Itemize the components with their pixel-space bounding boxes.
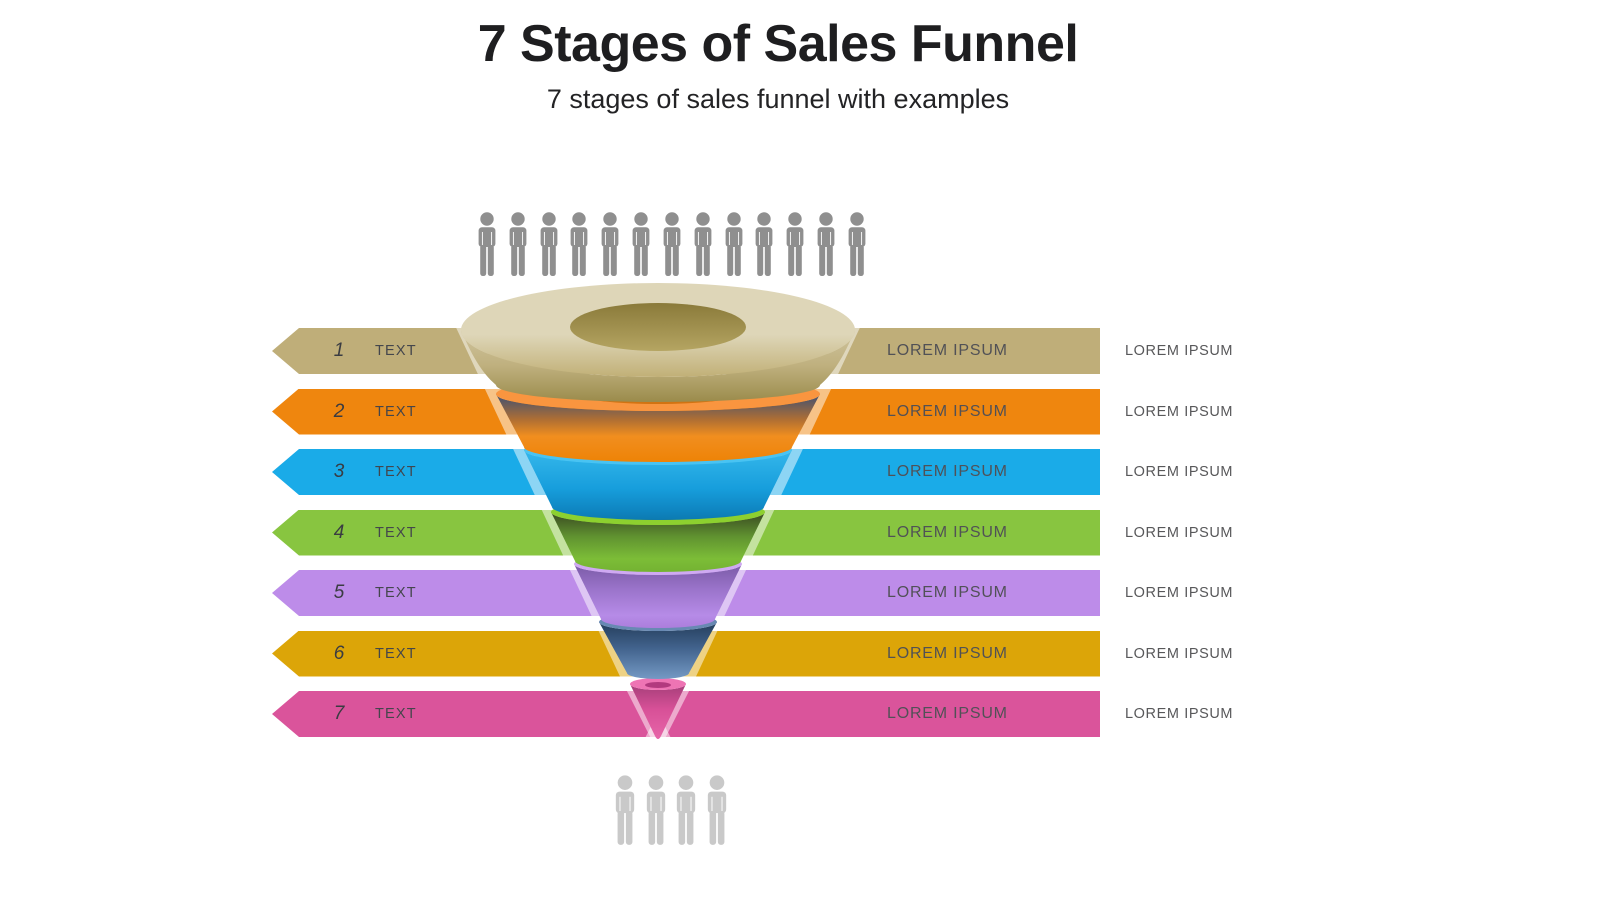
stage-row: 5 TEXT LOREM IPSUM LOREM IPSUM bbox=[0, 570, 1600, 616]
stage-number: 3 bbox=[333, 461, 345, 482]
stage-bar[interactable]: 3 TEXT LOREM IPSUM bbox=[272, 449, 1100, 495]
person-icon bbox=[646, 775, 665, 845]
page-title: 7 Stages of Sales Funnel bbox=[477, 15, 1079, 73]
stage-number: 6 bbox=[333, 642, 345, 664]
header: 7 Stages of Sales Funnel 7 stages of sal… bbox=[0, 0, 1556, 115]
person-icon bbox=[478, 212, 496, 276]
stage-number: 1 bbox=[333, 340, 345, 361]
person-icon bbox=[571, 212, 588, 276]
audience-top-group bbox=[476, 212, 868, 278]
person-icon bbox=[663, 212, 681, 276]
person-icon bbox=[632, 212, 650, 276]
person-icon bbox=[817, 212, 835, 276]
stage-row: 4 TEXT LOREM IPSUM LOREM IPSUM bbox=[0, 509, 1600, 556]
stage-number: 7 bbox=[333, 703, 345, 724]
stage-side-text: LOREM IPSUM bbox=[1125, 645, 1234, 662]
stage-label: TEXT bbox=[375, 706, 417, 722]
stage-side-text: LOREM IPSUM bbox=[1125, 524, 1234, 541]
stage-bar[interactable]: 2 TEXT LOREM IPSUM bbox=[272, 388, 1100, 435]
person-icon bbox=[540, 212, 558, 276]
stage-row: 7 TEXT LOREM IPSUM LOREM IPSUM bbox=[0, 691, 1600, 737]
stage-side-text: LOREM IPSUM bbox=[1125, 403, 1234, 420]
stage-side-text: LOREM IPSUM bbox=[1125, 706, 1234, 722]
stage-side-text: LOREM IPSUM bbox=[1125, 464, 1234, 480]
stage-band-text: LOREM IPSUM bbox=[887, 705, 1008, 722]
stage-bar[interactable]: 6 TEXT LOREM IPSUM bbox=[272, 630, 1100, 677]
stage-label: TEXT bbox=[375, 403, 417, 420]
stage-side-text: LOREM IPSUM bbox=[1125, 585, 1234, 601]
person-icon bbox=[509, 212, 527, 276]
stage-row: 2 TEXT LOREM IPSUM LOREM IPSUM bbox=[0, 388, 1600, 435]
person-icon bbox=[615, 775, 635, 845]
stage-label: TEXT bbox=[375, 645, 417, 662]
stage-number: 4 bbox=[333, 521, 345, 543]
person-icon bbox=[707, 775, 727, 845]
stage-label: TEXT bbox=[375, 464, 417, 480]
person-icon bbox=[677, 775, 696, 845]
stage-band-text: LOREM IPSUM bbox=[887, 644, 1008, 662]
person-icon bbox=[694, 212, 712, 276]
audience-bottom-group bbox=[613, 775, 729, 847]
stage-label: TEXT bbox=[375, 343, 417, 359]
person-icon bbox=[725, 212, 743, 276]
stage-label: TEXT bbox=[375, 524, 417, 541]
stage-row: 6 TEXT LOREM IPSUM LOREM IPSUM bbox=[0, 630, 1600, 677]
stage-number: 5 bbox=[333, 582, 345, 603]
stage-side-text: LOREM IPSUM bbox=[1125, 343, 1234, 359]
stage-bar[interactable]: 4 TEXT LOREM IPSUM bbox=[272, 509, 1100, 556]
stage-bar[interactable]: 1 TEXT LOREM IPSUM bbox=[272, 328, 1100, 374]
stage-label: TEXT bbox=[375, 585, 417, 601]
stage-band-text: LOREM IPSUM bbox=[887, 523, 1008, 541]
stage-band-text: LOREM IPSUM bbox=[887, 584, 1008, 601]
person-icon bbox=[756, 212, 773, 276]
stage-number: 2 bbox=[333, 400, 345, 422]
stage-band-text: LOREM IPSUM bbox=[887, 342, 1008, 359]
person-icon bbox=[786, 212, 804, 276]
stage-bar[interactable]: 5 TEXT LOREM IPSUM bbox=[272, 570, 1100, 616]
stage-row: 3 TEXT LOREM IPSUM LOREM IPSUM bbox=[0, 449, 1600, 495]
stage-band-text: LOREM IPSUM bbox=[887, 402, 1008, 420]
person-icon bbox=[848, 212, 866, 276]
stage-bar[interactable]: 7 TEXT LOREM IPSUM bbox=[272, 691, 1100, 737]
stage-band-text: LOREM IPSUM bbox=[887, 463, 1008, 480]
page-subtitle: 7 stages of sales funnel with examples bbox=[546, 84, 1010, 114]
stage-row: 1 TEXT LOREM IPSUM LOREM IPSUM bbox=[0, 328, 1600, 374]
person-icon bbox=[601, 212, 619, 276]
